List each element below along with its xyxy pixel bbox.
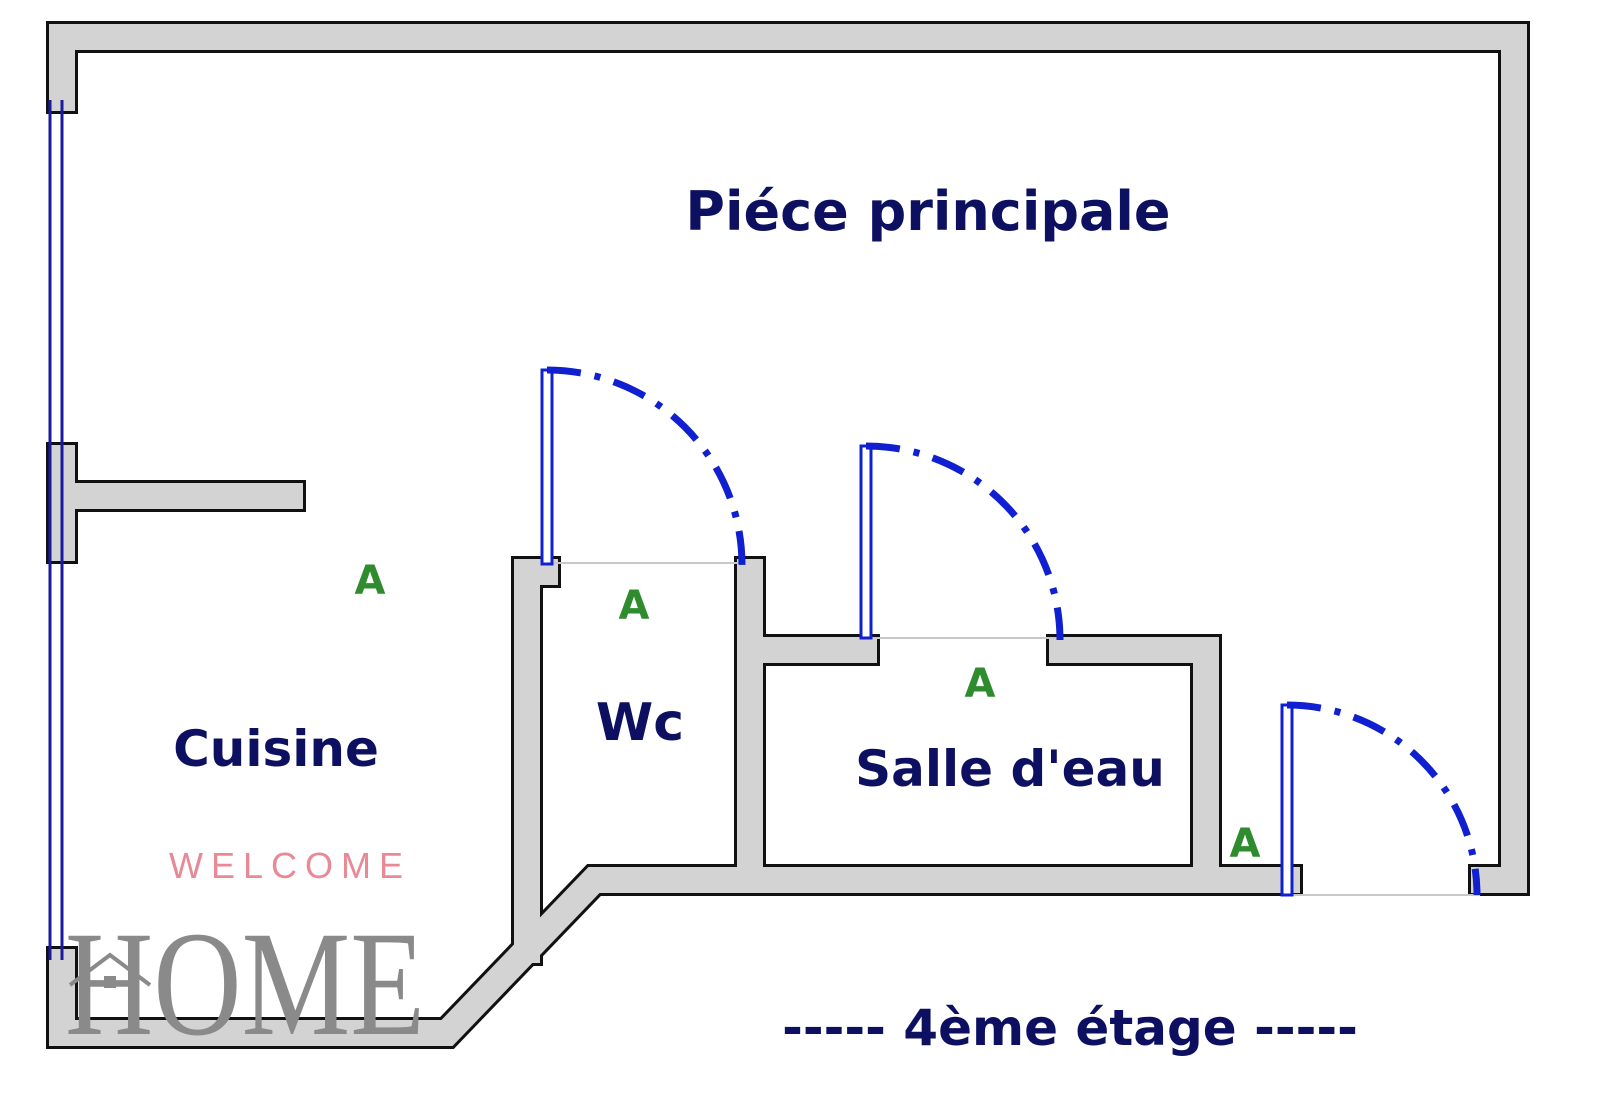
- door-bathroom: [859, 442, 1064, 641]
- room-label-bathroom: Salle d'eau: [855, 740, 1165, 798]
- marker-a-wc: A: [619, 583, 650, 629]
- door-wc: [540, 366, 746, 566]
- room-label-wc: Wc: [596, 693, 684, 753]
- logo-home: HOME: [65, 901, 425, 1067]
- marker-a-bathroom: A: [965, 661, 996, 707]
- window: [48, 100, 64, 960]
- floor-label: ----- 4ème étage -----: [782, 999, 1358, 1057]
- logo-welcome: WELCOME: [169, 845, 411, 886]
- room-label-main: Piéce principale: [685, 180, 1170, 243]
- door-entrance: [1280, 701, 1481, 897]
- room-label-kitchen: Cuisine: [173, 720, 379, 778]
- house-icon: [68, 952, 152, 987]
- marker-a-entrance: A: [1230, 821, 1261, 867]
- walls: [46, 21, 1530, 1049]
- logo: WELCOME HOME: [65, 845, 425, 1067]
- marker-a-kitchen: A: [355, 558, 386, 604]
